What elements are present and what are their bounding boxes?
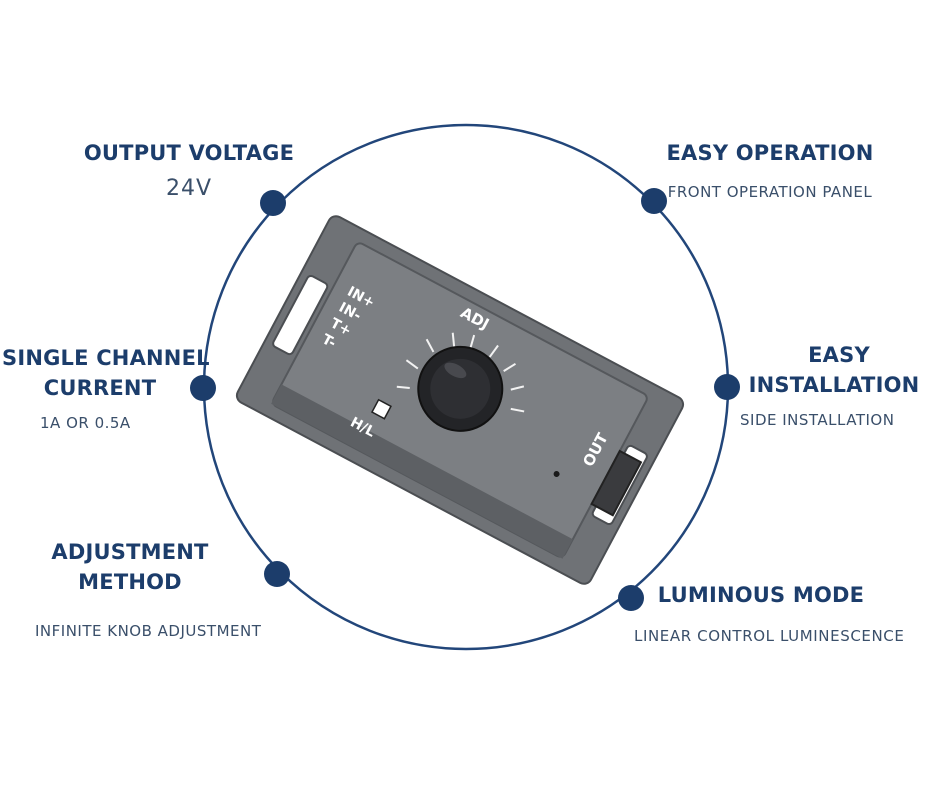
feature-title-line1: SINGLE CHANNEL xyxy=(2,346,210,370)
marker-dot-adjustment-method xyxy=(264,561,290,587)
marker-dot-luminous-mode xyxy=(618,585,644,611)
feature-title-line1: ADJUSTMENT xyxy=(51,540,209,564)
feature-easy-operation: EASY OPERATION FRONT OPERATION PANEL xyxy=(660,138,880,202)
marker-dot-output-voltage xyxy=(260,190,286,216)
feature-title-line2: CURRENT xyxy=(43,376,157,400)
feature-title-line2: INSTALLATION xyxy=(748,373,920,397)
feature-output-voltage: OUTPUT VOLTAGE 24V xyxy=(80,138,298,204)
feature-adjustment-method: ADJUSTMENT METHOD INFINITE KNOB ADJUSTME… xyxy=(35,537,285,641)
indicator-led xyxy=(553,470,560,477)
feature-detail: SIDE INSTALLATION xyxy=(740,411,895,429)
marker-dot-single-channel xyxy=(190,375,216,401)
hl-switch xyxy=(371,398,392,420)
feature-title: OUTPUT VOLTAGE xyxy=(83,141,295,165)
feature-title: LUMINOUS MODE xyxy=(657,583,865,607)
knob-scale-ticks xyxy=(396,332,525,413)
output-connector xyxy=(590,449,643,517)
feature-detail: INFINITE KNOB ADJUSTMENT xyxy=(35,622,262,640)
marker-dot-easy-installation xyxy=(714,374,740,400)
mounting-slot-left xyxy=(272,274,329,356)
dimmer-device-image: IN+ IN- T+ T- ADJ H/L OUT xyxy=(235,215,685,585)
feature-title: EASY OPERATION xyxy=(666,141,874,165)
feature-detail: FRONT OPERATION PANEL xyxy=(667,183,873,201)
feature-single-channel-current: SINGLE CHANNEL CURRENT 1A OR 0.5A xyxy=(2,343,210,433)
feature-luminous-mode: LUMINOUS MODE LINEAR CONTROL LUMINESCENC… xyxy=(634,580,928,646)
feature-easy-installation: EASY INSTALLATION SIDE INSTALLATION xyxy=(740,340,928,430)
knob-cap xyxy=(430,358,491,419)
marker-dot-easy-operation xyxy=(641,188,667,214)
feature-detail: 1A OR 0.5A xyxy=(40,414,131,432)
feature-detail: LINEAR CONTROL LUMINESCENCE xyxy=(634,627,905,645)
device-side xyxy=(271,384,573,559)
feature-title-line2: METHOD xyxy=(78,570,182,594)
feature-title-line1: EASY xyxy=(808,343,870,367)
feature-detail: 24V xyxy=(165,176,213,201)
